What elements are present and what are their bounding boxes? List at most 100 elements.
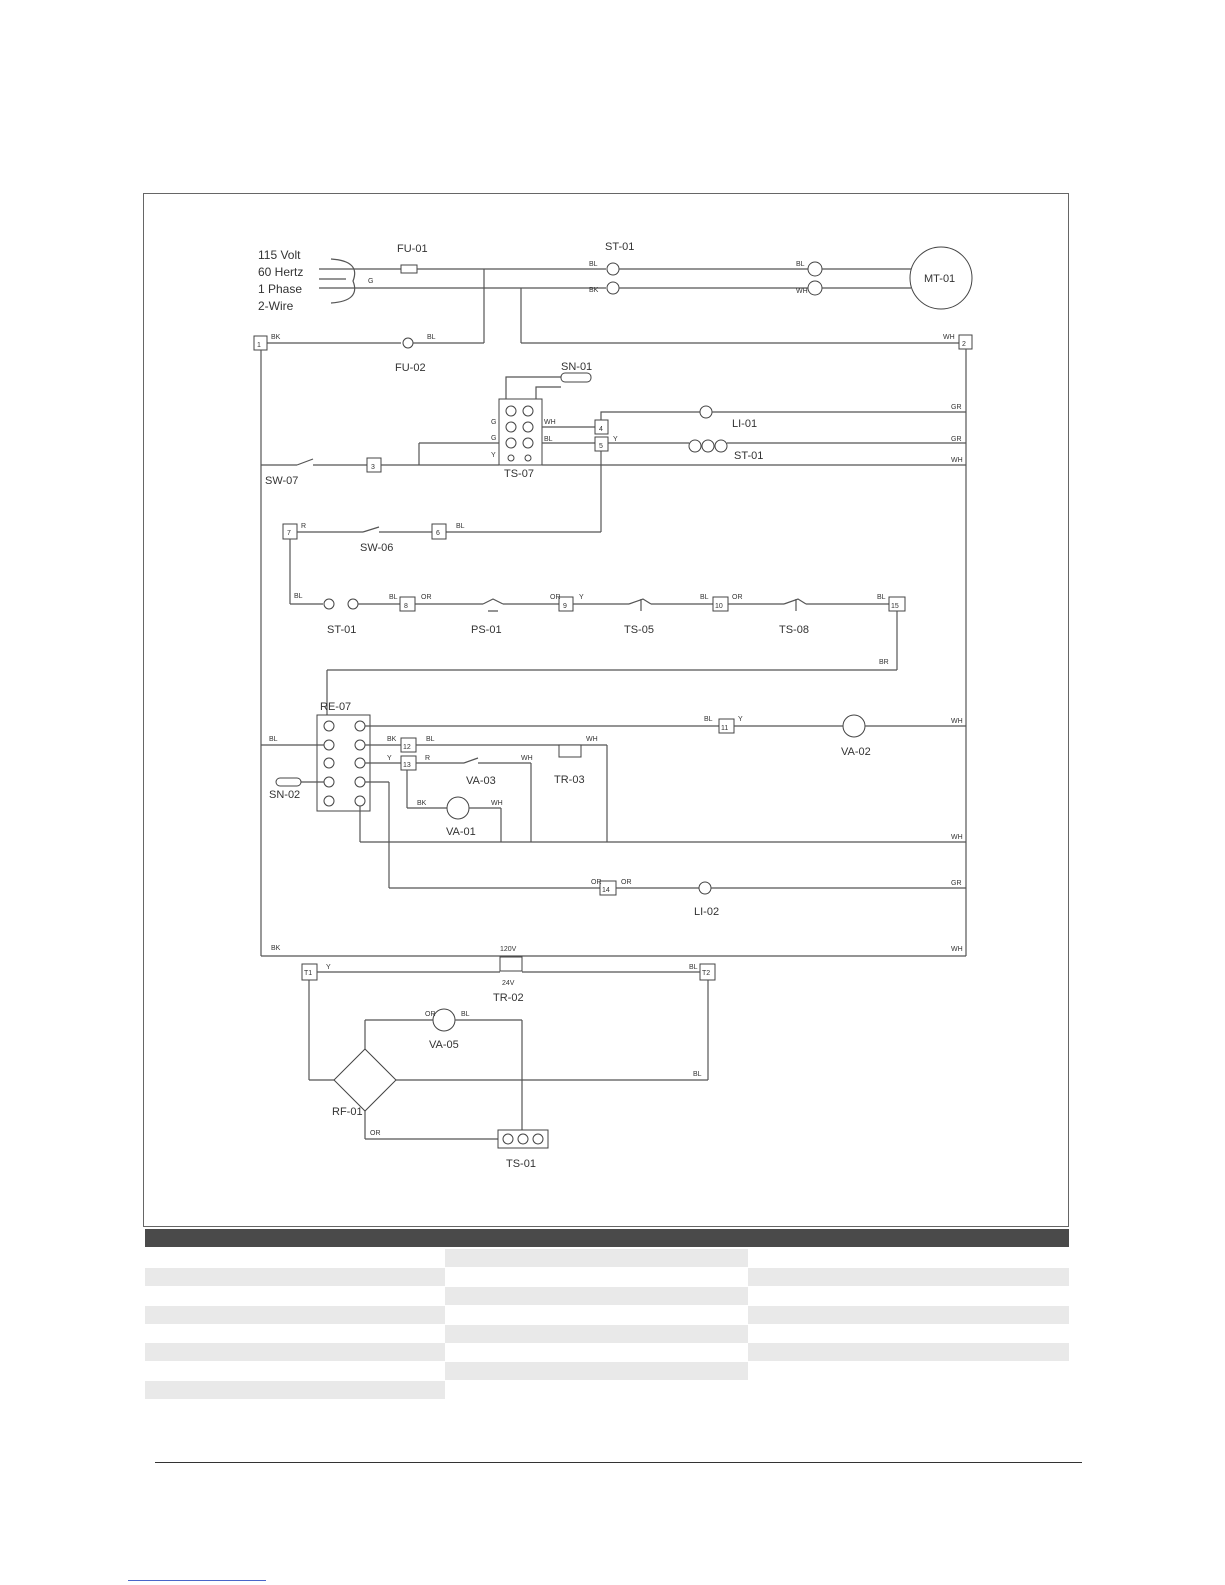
legend-table-header [145, 1229, 1069, 1247]
svg-text:BL: BL [704, 716, 713, 723]
svg-text:Y: Y [613, 436, 618, 443]
fuse-fu01-icon [400, 264, 418, 274]
wiring-diagram: 115 Volt 60 Hertz 1 Phase 2-Wire G FU-01… [253, 241, 973, 1170]
sn01-label: SN-01 [561, 361, 592, 373]
svg-text:WH: WH [951, 718, 963, 725]
valve-va02-icon [842, 714, 866, 738]
table-row [445, 1325, 748, 1343]
svg-text:WH: WH [544, 419, 556, 426]
starter-contact-icon [606, 281, 620, 295]
switch-sw07-icon [296, 458, 319, 466]
footer-link-underline[interactable] [128, 1580, 266, 1581]
svg-text:BK: BK [589, 287, 599, 294]
svg-text:G: G [491, 435, 496, 442]
svg-text:WH: WH [521, 755, 533, 762]
svg-text:T1: T1 [304, 970, 312, 977]
svg-text:5: 5 [599, 443, 603, 450]
svg-text:BL: BL [544, 436, 553, 443]
svg-text:Y: Y [491, 452, 496, 459]
svg-text:BK: BK [417, 800, 427, 807]
svg-text:BL: BL [689, 964, 698, 971]
starter-coil-icon [688, 439, 702, 453]
pressure-switch-ps01-icon [482, 598, 504, 612]
svg-text:T2: T2 [702, 970, 710, 977]
power-plug-symbol [330, 258, 356, 304]
table-row [445, 1287, 748, 1305]
svg-text:BL: BL [796, 261, 805, 268]
valve-va01-icon [446, 796, 470, 820]
fuse-fu02-icon [402, 337, 414, 349]
motor-mt01-icon [909, 246, 973, 310]
svg-text:BL: BL [294, 593, 303, 600]
svg-text:9: 9 [563, 603, 567, 610]
va02-label: VA-02 [841, 746, 871, 758]
svg-text:WH: WH [586, 736, 598, 743]
svg-text:WH: WH [943, 334, 955, 341]
table-row [145, 1381, 445, 1399]
footer-divider [155, 1462, 1082, 1463]
svg-text:GR: GR [951, 404, 962, 411]
svg-text:6: 6 [436, 530, 440, 537]
transformer-tr02-icon [499, 956, 523, 972]
ts08-label: TS-08 [779, 624, 809, 636]
table-row [748, 1343, 1069, 1361]
svg-text:OR: OR [370, 1130, 381, 1137]
svg-text:1: 1 [257, 342, 261, 349]
re07-label: RE-07 [320, 701, 351, 713]
tr02-label: TR-02 [493, 992, 524, 1004]
svg-text:BL: BL [456, 523, 465, 530]
table-row [445, 1249, 748, 1267]
svg-text:OR: OR [421, 594, 432, 601]
svg-text:2: 2 [962, 341, 966, 348]
tr03-label: TR-03 [554, 774, 585, 786]
svg-text:WH: WH [951, 946, 963, 953]
svg-text:4: 4 [599, 426, 603, 433]
power-label-voltage: 115 Volt [258, 248, 301, 262]
svg-text:OR: OR [621, 879, 632, 886]
svg-text:BK: BK [271, 945, 281, 952]
svg-text:Y: Y [387, 755, 392, 762]
svg-text:10: 10 [715, 603, 723, 610]
motor-terminal-icon [807, 261, 823, 277]
svg-text:BK: BK [387, 736, 397, 743]
svg-text:24V: 24V [502, 980, 515, 987]
power-label-frequency: 60 Hertz [258, 265, 303, 279]
ts05-label: TS-05 [624, 624, 654, 636]
schematic-frame: 115 Volt 60 Hertz 1 Phase 2-Wire G FU-01… [143, 193, 1069, 1227]
svg-text:13: 13 [403, 762, 411, 769]
svg-text:OR: OR [591, 879, 602, 886]
svg-text:G: G [491, 419, 496, 426]
table-row [748, 1306, 1069, 1324]
sensor-sn02-icon [275, 777, 302, 787]
svg-text:WH: WH [491, 800, 503, 807]
switch-sw06-icon [362, 526, 391, 533]
st01-top-label: ST-01 [605, 241, 634, 253]
svg-text:BL: BL [877, 594, 886, 601]
svg-text:Y: Y [738, 716, 743, 723]
svg-text:BL: BL [461, 1011, 470, 1018]
st01-low-label: ST-01 [327, 624, 356, 636]
valve-va05-icon [432, 1008, 456, 1032]
va03-label: VA-03 [466, 775, 496, 787]
temp-switch-ts05-icon [628, 598, 652, 611]
li02-label: LI-02 [694, 906, 719, 918]
svg-text:BL: BL [426, 736, 435, 743]
table-row [145, 1343, 445, 1361]
table-row [748, 1268, 1069, 1286]
power-label-phase: 1 Phase [258, 282, 302, 296]
va01-label: VA-01 [446, 826, 476, 838]
svg-text:WH: WH [951, 457, 963, 464]
svg-text:BL: BL [700, 594, 709, 601]
fu02-label: FU-02 [395, 362, 426, 374]
svg-text:BL: BL [427, 334, 436, 341]
ts01-label: TS-01 [506, 1158, 536, 1170]
svg-text:Y: Y [326, 964, 331, 971]
svg-text:BR: BR [879, 659, 889, 666]
motor-terminal-icon [807, 280, 823, 296]
starter-aux-icon [323, 598, 335, 610]
svg-text:8: 8 [404, 603, 408, 610]
thermostat-ts07 [498, 398, 543, 466]
rf01-label: RF-01 [332, 1106, 363, 1118]
svg-text:BL: BL [389, 594, 398, 601]
valve-va03-icon [463, 757, 489, 764]
